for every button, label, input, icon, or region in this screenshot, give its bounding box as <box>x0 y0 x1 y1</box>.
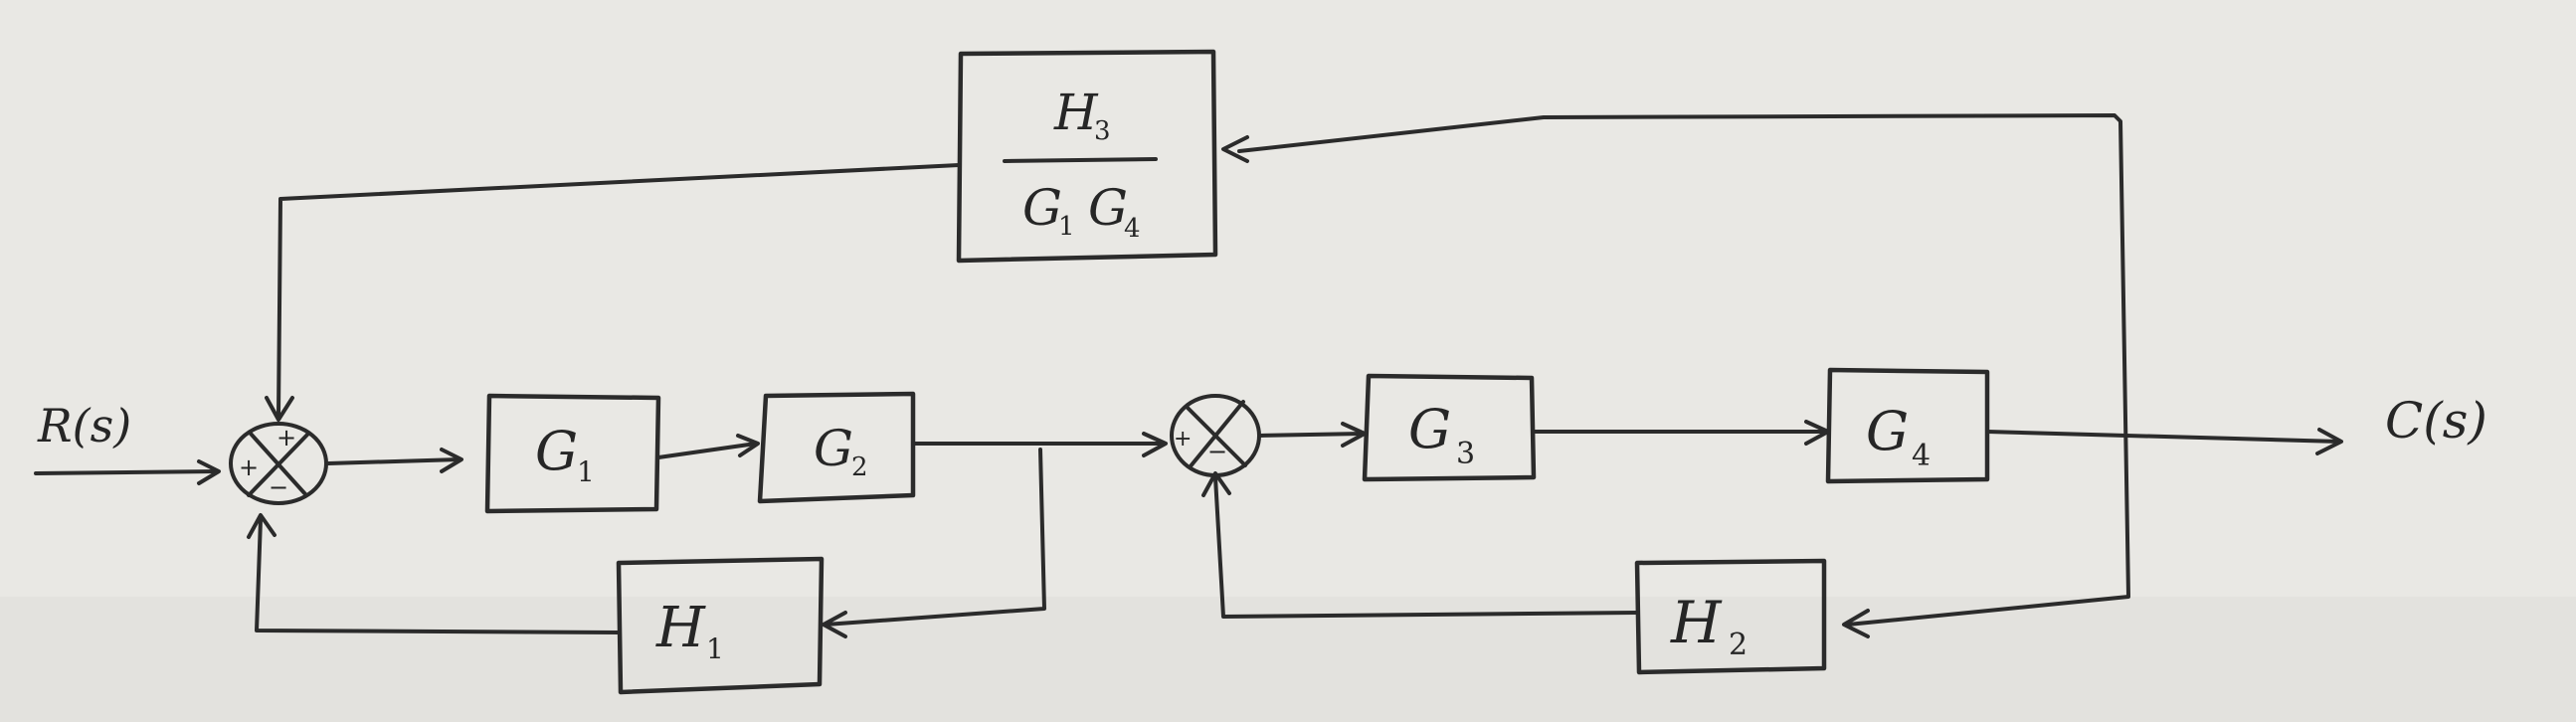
block-g3-frame <box>1362 373 1537 482</box>
block-h2: H 2 <box>1634 558 1827 675</box>
output-signal-label: C(s) <box>2385 392 2487 450</box>
j2-to-g3-line <box>1257 432 1365 438</box>
block-h2-label: H <box>1670 589 1723 656</box>
output-line <box>1985 430 2341 444</box>
block-g4: G 4 <box>1825 367 1990 484</box>
block-h1: H 1 <box>616 556 825 695</box>
block-g4-subscript: 4 <box>1912 439 1931 473</box>
output-arrow <box>2315 428 2343 455</box>
h3-feedback-arrow <box>1221 135 1249 163</box>
block-h1-label: H <box>655 596 706 660</box>
block-g1-frame <box>484 393 661 514</box>
h1-to-j1-arrow <box>247 513 276 539</box>
input-signal-label: R(s) <box>37 399 131 452</box>
block-h3-frame <box>956 49 1218 264</box>
summing-junction-1-cross <box>247 432 310 497</box>
block-h2-frame <box>1634 558 1827 675</box>
block-h3-denominator-label-1: G <box>1022 179 1062 237</box>
summing-junction-2-sign-left: + <box>1174 427 1192 451</box>
j1-to-g1-line <box>326 457 461 465</box>
h1-feedback-arrow <box>822 611 847 638</box>
g1-to-g2-line <box>656 442 758 459</box>
block-h3-numerator-subscript: 3 <box>1094 116 1111 146</box>
h2-feedback-arrow <box>1842 609 1870 638</box>
summing-junction-1: + + − <box>229 422 328 505</box>
input-arrow-line <box>34 469 219 475</box>
h3-to-j1-path <box>276 163 961 418</box>
h3-to-j1-arrow <box>265 396 294 422</box>
block-h1-subscript: 1 <box>706 632 724 665</box>
block-g4-label: G <box>1866 400 1909 462</box>
block-g1: G 1 <box>484 393 661 514</box>
block-h1-frame <box>616 556 825 695</box>
right-takeoff-path <box>1237 113 2130 627</box>
block-h3-denominator-label-2: G <box>1088 179 1128 237</box>
g1-to-g2-arrow <box>736 434 760 457</box>
block-h2-subscript: 2 <box>1729 628 1748 662</box>
summing-junction-2-cross <box>1186 400 1247 469</box>
summing-junction-1-sign-bottom: − <box>269 473 288 501</box>
h2-to-j2-arrow <box>1201 471 1231 497</box>
summing-junction-2-sign-bottom: − <box>1207 438 1227 465</box>
block-g4-frame <box>1825 367 1990 484</box>
summing-junction-1-sign-top: + <box>276 424 296 451</box>
h1-to-j1-path <box>255 517 621 634</box>
block-h3-denominator-subscript-2: 4 <box>1124 214 1141 244</box>
block-h3-fraction-bar <box>1003 157 1158 163</box>
block-g3-subscript: 3 <box>1456 437 1475 471</box>
block-g3: G 3 <box>1362 373 1537 482</box>
block-g1-label: G <box>535 420 578 482</box>
input-arrow-head <box>197 459 221 485</box>
block-h3-numerator-label: H <box>1053 84 1099 141</box>
block-g2-frame <box>757 391 916 504</box>
block-g3-label: G <box>1408 398 1451 460</box>
block-g2: G 2 <box>757 391 916 504</box>
j1-to-g1-arrow <box>440 448 463 473</box>
block-g2-label: G <box>814 420 853 477</box>
g2-to-j2-arrow <box>1142 432 1168 457</box>
block-g1-subscript: 1 <box>577 455 595 488</box>
summing-junction-1-sign-left: + <box>239 453 259 481</box>
block-h3: H 3 G 1 G 4 <box>956 49 1218 264</box>
h1-feedback-path <box>824 448 1046 627</box>
block-g2-subscript: 2 <box>851 452 868 482</box>
h2-to-j2-path <box>1213 475 1639 619</box>
block-h3-denominator-subscript-1: 1 <box>1058 212 1075 242</box>
